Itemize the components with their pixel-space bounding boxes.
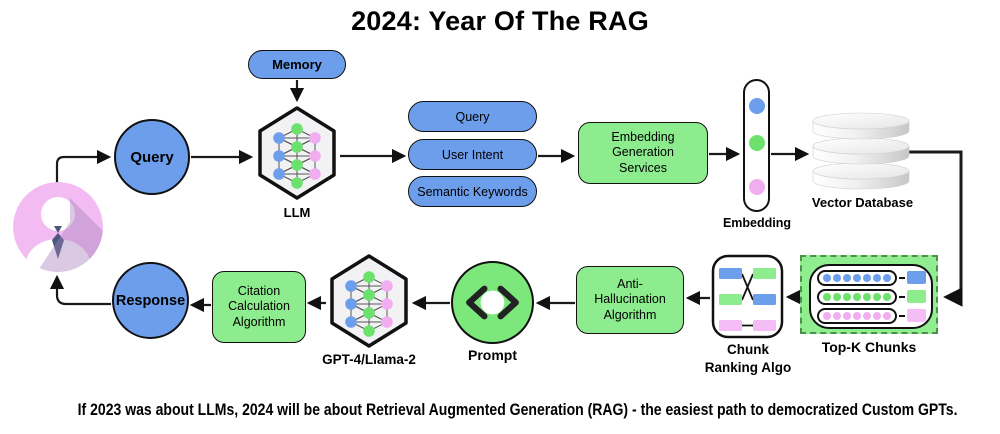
embedding-label: Embedding xyxy=(722,216,792,230)
page-title: 2024: Year Of The RAG xyxy=(351,6,649,36)
anti-hallucination-line3: Algorithm xyxy=(603,307,657,322)
pill-semantic-keywords-label: Semantic Keywords xyxy=(417,184,528,199)
query-node: Query xyxy=(114,119,190,195)
code-brackets-icon xyxy=(466,285,519,320)
citation-line2: Calculation xyxy=(228,299,290,314)
embedding-services-line3: Services xyxy=(619,160,667,175)
llm-network-icon xyxy=(258,106,336,200)
topk-chunks-label: Top-K Chunks xyxy=(821,339,917,355)
memory-node: Memory xyxy=(248,50,346,79)
topk-row-green xyxy=(816,288,926,305)
footer-caption-text: If 2023 was about LLMs, 2024 will be abo… xyxy=(77,401,958,419)
prompt-label: Prompt xyxy=(468,347,517,363)
gpt-label: GPT-4/Llama-2 xyxy=(322,352,416,367)
pill-user-intent: User Intent xyxy=(408,139,537,170)
citation-line1: Citation xyxy=(237,283,281,298)
pill-semantic-keywords: Semantic Keywords xyxy=(408,176,537,207)
anti-hallucination-line1: Anti- xyxy=(617,276,643,291)
chunk-ranking-label-line2: Ranking Algo xyxy=(704,359,792,375)
llm-label: LLM xyxy=(283,205,311,220)
response-node-label: Response xyxy=(115,292,186,309)
embedding-dot-pink xyxy=(748,179,765,195)
embedding-services-line1: Embedding xyxy=(611,129,675,144)
citation-line3: Algorithm xyxy=(232,314,286,329)
embedding-dot-blue xyxy=(748,98,765,114)
citation-node: Citation Calculation Algorithm xyxy=(212,271,306,343)
topk-row-blue xyxy=(816,269,926,286)
query-node-label: Query xyxy=(130,148,174,166)
topk-row-pink xyxy=(816,307,926,324)
topk-chunks-list xyxy=(809,264,933,329)
pill-query-label: Query xyxy=(455,109,490,124)
response-node: Response xyxy=(112,262,189,339)
embedding-vector-icon xyxy=(743,79,770,212)
gpt-network-icon xyxy=(330,254,408,348)
embedding-dot-green xyxy=(748,135,765,151)
pill-user-intent-label: User Intent xyxy=(441,147,504,162)
embedding-services-node: Embedding Generation Services xyxy=(578,122,708,184)
topk-chunks-node xyxy=(800,255,938,334)
chunk-ranking-label-line1: Chunk xyxy=(727,342,769,357)
footer-caption: If 2023 was about LLMs, 2024 will be abo… xyxy=(0,401,1000,420)
prompt-node xyxy=(451,261,534,344)
anti-hallucination-line2: Hallucination xyxy=(594,292,666,307)
chunk-ranking-icon xyxy=(711,254,784,339)
vector-database-label: Vector Database xyxy=(811,195,914,210)
memory-label: Memory xyxy=(272,57,322,72)
vector-database-icon xyxy=(812,112,910,190)
pill-query: Query xyxy=(408,101,537,132)
embedding-services-line2: Generation xyxy=(612,145,674,160)
user-avatar-icon xyxy=(13,182,103,272)
anti-hallucination-node: Anti- Hallucination Algorithm xyxy=(576,266,684,334)
chunk-ranking-label: Chunk Ranking Algo xyxy=(694,341,802,376)
